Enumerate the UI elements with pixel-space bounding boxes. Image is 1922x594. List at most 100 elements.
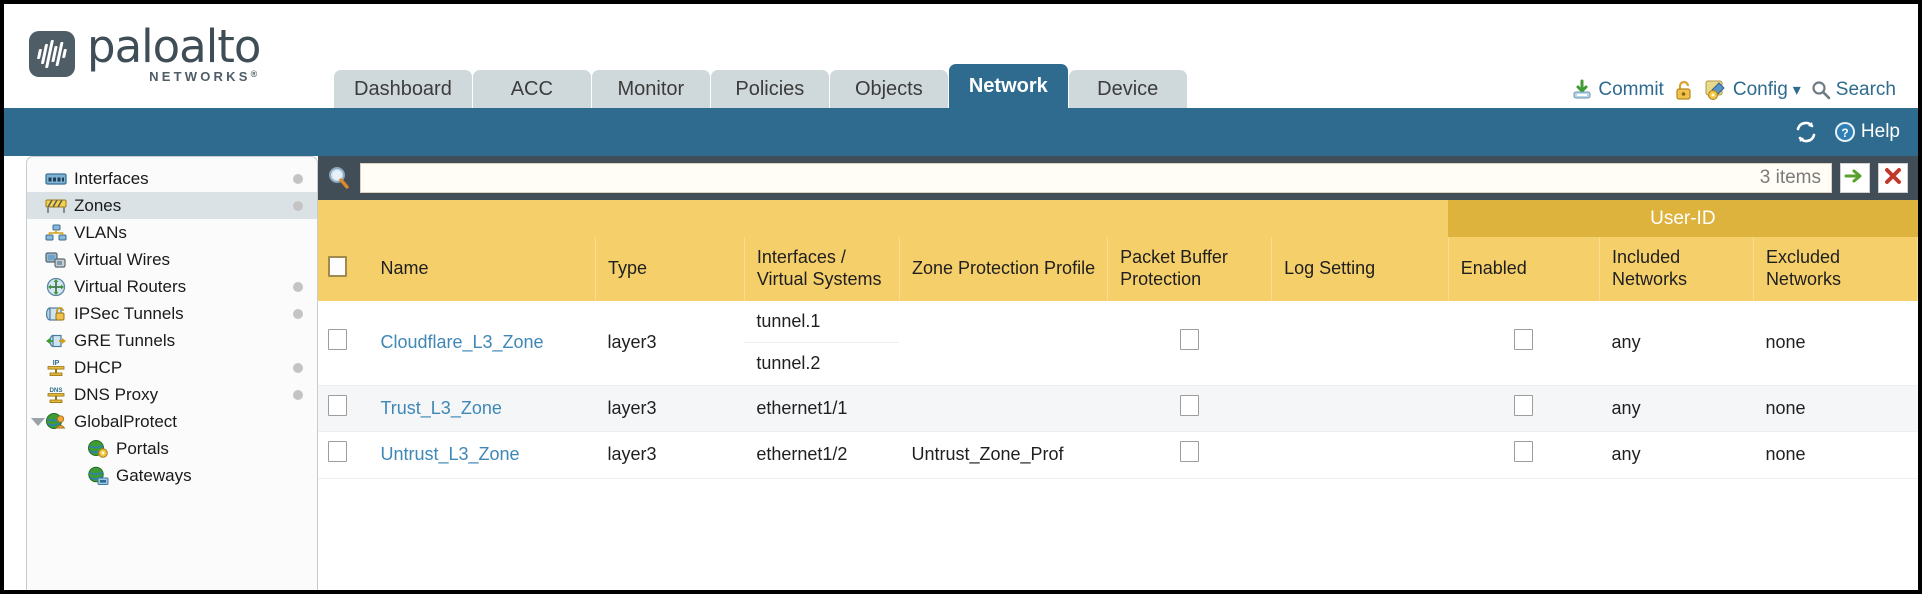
sidebar-item-globalprotect[interactable]: GlobalProtect [27, 408, 317, 435]
brand-logo[interactable]: paloalto NETWORKS® [29, 24, 261, 83]
zones-icon [45, 197, 67, 215]
cell-userid-enabled [1448, 431, 1600, 479]
sub-bar-actions: ? Help [1793, 120, 1900, 144]
sidebar-item-portals[interactable]: Portals [27, 435, 317, 462]
column-header-type[interactable]: Type [595, 237, 745, 302]
group-header-spacer [318, 200, 1449, 238]
cell-excluded-networks: none [1753, 431, 1918, 479]
cell-userid-enabled [1448, 385, 1600, 433]
cell-type: layer3 [595, 385, 745, 433]
config-wrench-icon [1704, 79, 1728, 101]
cell-packet-buffer-protection [1107, 385, 1272, 433]
lock-button[interactable] [1674, 79, 1694, 101]
tab-device[interactable]: Device [1068, 70, 1187, 108]
cell-zone-protection-profile [899, 385, 1108, 433]
sidebar-item-label: DNS Proxy [74, 384, 159, 404]
chevron-down-icon: ▾ [1792, 82, 1801, 99]
interface-entry: ethernet1/2 [756, 444, 848, 465]
row-select-checkbox[interactable] [328, 441, 347, 463]
column-header-zpp[interactable]: Zone Protection Profile [899, 237, 1109, 302]
portals-icon [87, 439, 109, 458]
zone-name-link[interactable]: Trust_L3_Zone [380, 397, 502, 418]
tab-objects[interactable]: Objects [829, 70, 948, 108]
config-menu[interactable]: Config ▾ [1704, 79, 1801, 101]
column-header-incl[interactable]: Included Networks [1599, 237, 1754, 302]
cell-packet-buffer-protection [1107, 301, 1272, 386]
cell-name: Untrust_L3_Zone [368, 431, 596, 479]
apply-filter-button[interactable] [1840, 163, 1870, 193]
userid-enabled-checkbox[interactable] [1514, 329, 1534, 351]
column-header-log[interactable]: Log Setting [1271, 237, 1449, 302]
sidebar-item-virtual-wires[interactable]: Virtual Wires [27, 246, 317, 273]
sidebar-status-dot-icon [293, 362, 303, 373]
row-select-cell [318, 301, 369, 386]
sidebar-status-dot-icon [293, 308, 303, 319]
clear-filter-button[interactable] [1878, 163, 1908, 193]
red-x-icon [1883, 166, 1903, 191]
padlock-icon [1674, 79, 1694, 101]
brand-wordmark: paloalto NETWORKS® [87, 24, 261, 83]
packet-buffer-protection-checkbox[interactable] [1180, 329, 1200, 351]
tab-monitor[interactable]: Monitor [591, 70, 710, 108]
magnifier-icon [1811, 80, 1831, 100]
cell-name: Trust_L3_Zone [368, 385, 596, 433]
select-all-header [318, 237, 369, 302]
userid-enabled-checkbox[interactable] [1514, 441, 1534, 463]
dhcp-icon: IP [45, 359, 67, 377]
column-header-excl[interactable]: Excluded Networks [1753, 237, 1918, 302]
cell-type: layer3 [595, 431, 745, 479]
sidebar-item-zones[interactable]: Zones [27, 192, 317, 219]
zone-name-link[interactable]: Untrust_L3_Zone [380, 444, 520, 465]
help-label: Help [1860, 121, 1900, 142]
refresh-icon[interactable] [1793, 120, 1819, 144]
sidebar-status-dot-icon [293, 281, 303, 292]
column-header-name[interactable]: Name [368, 237, 597, 302]
row-select-checkbox[interactable] [328, 329, 347, 351]
tab-dashboard[interactable]: Dashboard [334, 70, 472, 108]
userid-group-header: User-ID [1448, 200, 1918, 238]
packet-buffer-protection-checkbox[interactable] [1180, 394, 1200, 416]
zone-name-link[interactable]: Cloudflare_L3_Zone [380, 332, 544, 353]
globalprotect-icon [45, 412, 67, 431]
tab-policies[interactable]: Policies [710, 70, 829, 108]
help-button[interactable]: ? Help [1833, 120, 1900, 144]
column-header-enabled[interactable]: Enabled [1448, 237, 1601, 302]
sidebar-item-interfaces[interactable]: Interfaces [27, 165, 317, 192]
search-input[interactable]: 3 items [360, 163, 1832, 193]
svg-text:IP: IP [53, 360, 60, 367]
column-header-ifaces[interactable]: Interfaces / Virtual Systems [744, 237, 900, 302]
userid-enabled-checkbox[interactable] [1514, 394, 1534, 416]
item-count-label: 3 items [1759, 167, 1821, 188]
search-button[interactable]: Search [1811, 79, 1896, 101]
search-filter-icon[interactable] [326, 165, 352, 191]
sidebar-item-label: Virtual Routers [74, 276, 187, 296]
sidebar-item-gateways[interactable]: Gateways [27, 462, 317, 489]
tab-network[interactable]: Network [948, 64, 1068, 108]
expand-collapse-caret-icon[interactable] [31, 417, 45, 426]
packet-buffer-protection-checkbox[interactable] [1180, 441, 1200, 463]
commit-button[interactable]: Commit [1571, 79, 1664, 101]
tab-acc[interactable]: ACC [472, 70, 591, 108]
row-select-checkbox[interactable] [328, 394, 347, 416]
column-header-pbp[interactable]: Packet Buffer Protection [1107, 237, 1273, 302]
sidebar-item-virtual-routers[interactable]: Virtual Routers [27, 273, 317, 300]
sidebar-item-vlans[interactable]: VLANs [27, 219, 317, 246]
sidebar-item-ipsec-tunnels[interactable]: IPSec Tunnels [27, 300, 317, 327]
sidebar-item-gre-tunnels[interactable]: GRE Tunnels [27, 327, 317, 354]
select-all-checkbox[interactable] [328, 255, 347, 277]
cell-userid-enabled [1448, 301, 1600, 386]
